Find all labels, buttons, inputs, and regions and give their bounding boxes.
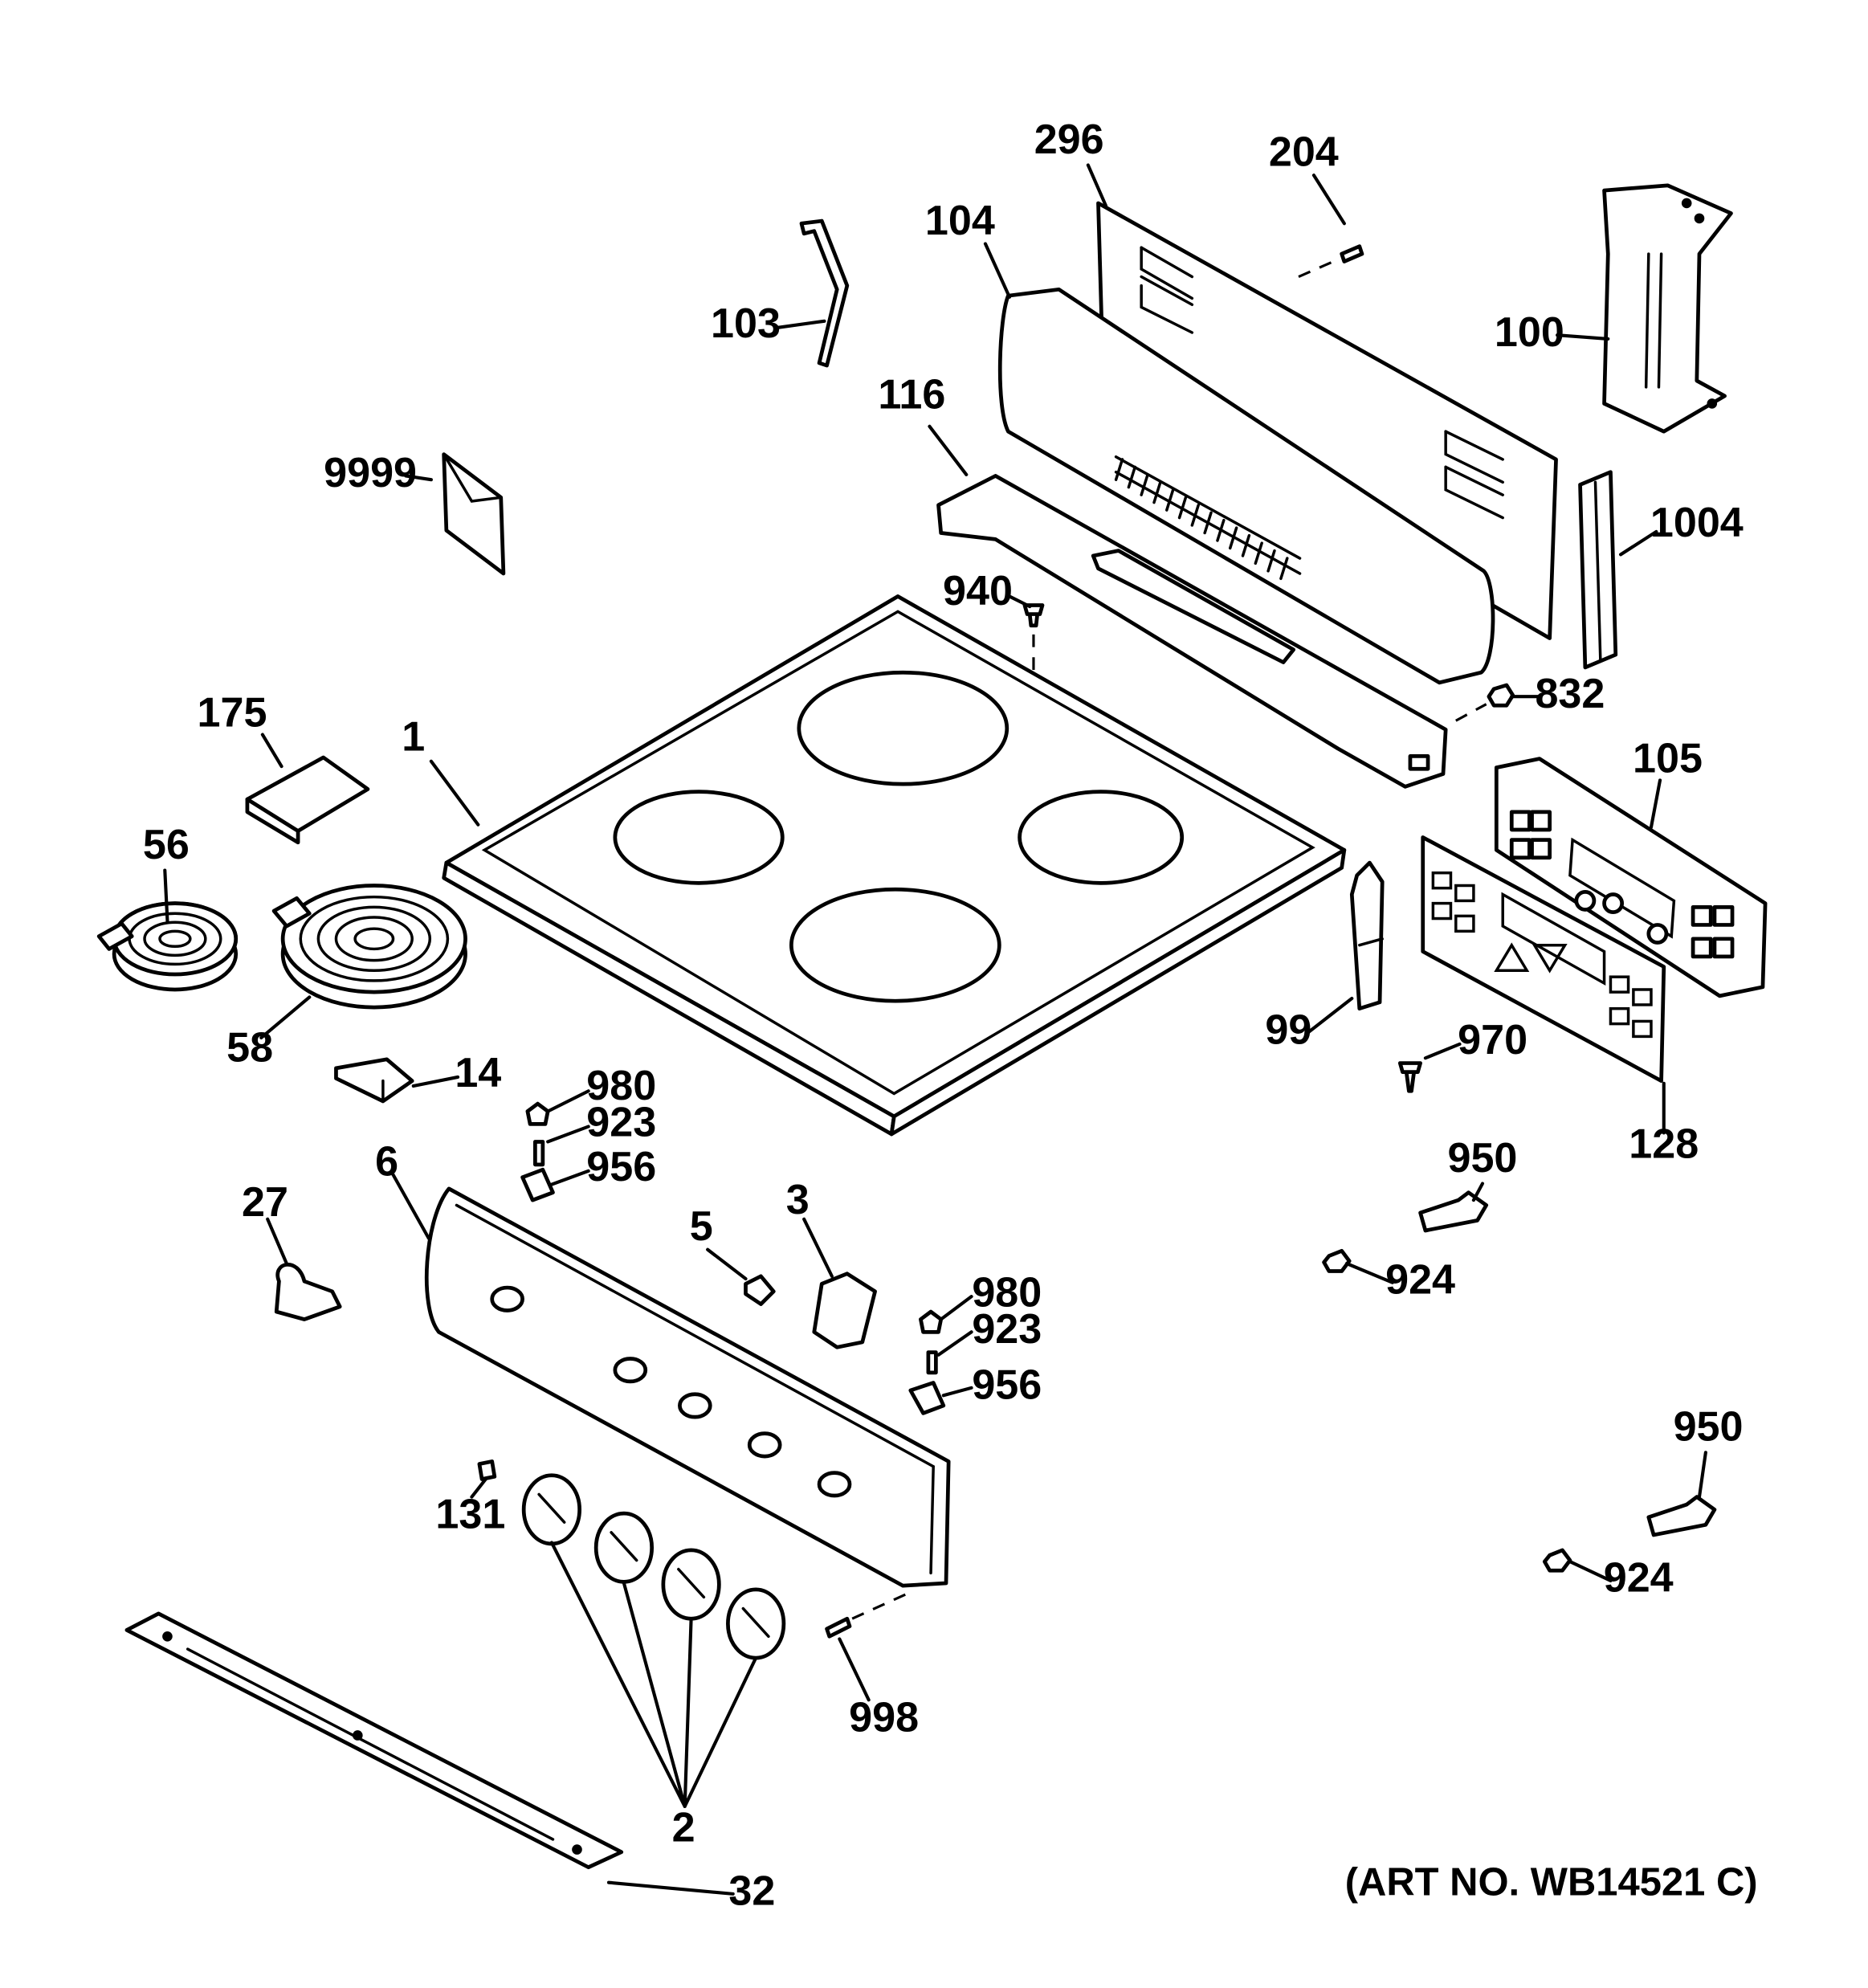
part-56-small-element <box>96 901 239 992</box>
part-924-nut-lower <box>1542 1548 1572 1573</box>
callout-131: 131 <box>435 1492 505 1538</box>
callout-100: 100 <box>1495 309 1564 356</box>
callout-14: 14 <box>455 1050 501 1096</box>
callout-970: 970 <box>1458 1017 1527 1063</box>
callout-9999: 9999 <box>324 450 417 496</box>
callout-940: 940 <box>943 568 1013 614</box>
part-1-cooktop <box>442 594 1347 1137</box>
part-970-screw <box>1397 1061 1422 1093</box>
callout-924-lower: 924 <box>1604 1555 1674 1602</box>
callout-980-upper: 980 <box>586 1063 656 1109</box>
part-1004-rail <box>1578 470 1618 670</box>
part-950-connector-upper <box>1418 1190 1489 1233</box>
part-6-control-panel <box>424 1186 951 1588</box>
part-99-end-cap <box>1349 860 1385 1011</box>
part-3-infinite-switch <box>812 1272 877 1349</box>
part-105-control-board <box>1494 757 1768 998</box>
callout-105: 105 <box>1633 736 1703 782</box>
callout-116: 116 <box>878 371 945 418</box>
callout-128: 128 <box>1629 1121 1699 1168</box>
callout-832: 832 <box>1535 671 1605 717</box>
part-103-rod <box>799 218 850 368</box>
callout-923-lower: 923 <box>972 1306 1042 1353</box>
callout-924-upper: 924 <box>1385 1257 1455 1304</box>
callout-27: 27 <box>242 1179 288 1226</box>
art-number: (ART NO. WB14521 C) <box>1345 1861 1758 1904</box>
part-116-trim <box>936 474 1448 789</box>
part-58-large-element <box>271 884 467 1010</box>
callout-923-upper: 923 <box>586 1100 656 1146</box>
part-27-clip <box>274 1263 342 1321</box>
part-128-overlay <box>1421 835 1666 1084</box>
callout-1: 1 <box>402 714 425 761</box>
callout-103: 103 <box>711 300 781 347</box>
part-131-plug <box>477 1459 497 1481</box>
part-924-nut-upper <box>1322 1248 1352 1273</box>
part-104-backsplash <box>997 287 1495 685</box>
part-switch-hardware-upper <box>520 1101 555 1202</box>
part-5-switch <box>744 1274 776 1306</box>
callout-32: 32 <box>728 1868 775 1915</box>
part-175-pad <box>245 755 370 845</box>
part-832-nut <box>1455 683 1515 722</box>
callout-5: 5 <box>690 1203 713 1250</box>
part-14-bracket <box>334 1057 414 1104</box>
callout-2: 2 <box>672 1805 695 1851</box>
part-950-connector-lower <box>1646 1495 1717 1537</box>
callout-labels: 296 204 104 103 100 116 9999 1004 940 83… <box>143 116 1758 1915</box>
callout-296: 296 <box>1034 116 1104 163</box>
callout-99: 99 <box>1265 1006 1311 1053</box>
callout-175: 175 <box>198 690 267 737</box>
callout-980-lower: 980 <box>972 1269 1042 1316</box>
callout-6: 6 <box>375 1139 398 1186</box>
part-9999-literature <box>442 452 506 576</box>
part-32-trim <box>124 1611 624 1870</box>
part-998-screw <box>825 1592 909 1639</box>
callout-1004: 1004 <box>1650 500 1744 546</box>
part-switch-hardware-lower <box>908 1309 946 1415</box>
callout-58: 58 <box>226 1025 273 1072</box>
callout-104: 104 <box>925 198 995 244</box>
callout-950-lower: 950 <box>1674 1404 1744 1451</box>
leader-lines <box>163 163 1707 1896</box>
callout-998: 998 <box>849 1694 919 1741</box>
callout-956-upper: 956 <box>586 1144 656 1190</box>
callout-56: 56 <box>143 822 190 868</box>
callout-3: 3 <box>786 1177 810 1223</box>
callout-204: 204 <box>1269 129 1339 176</box>
callout-956-lower: 956 <box>972 1362 1042 1409</box>
part-100-bracket <box>1602 183 1733 434</box>
part-204-screw <box>1298 244 1364 278</box>
callout-950-upper: 950 <box>1447 1135 1517 1182</box>
